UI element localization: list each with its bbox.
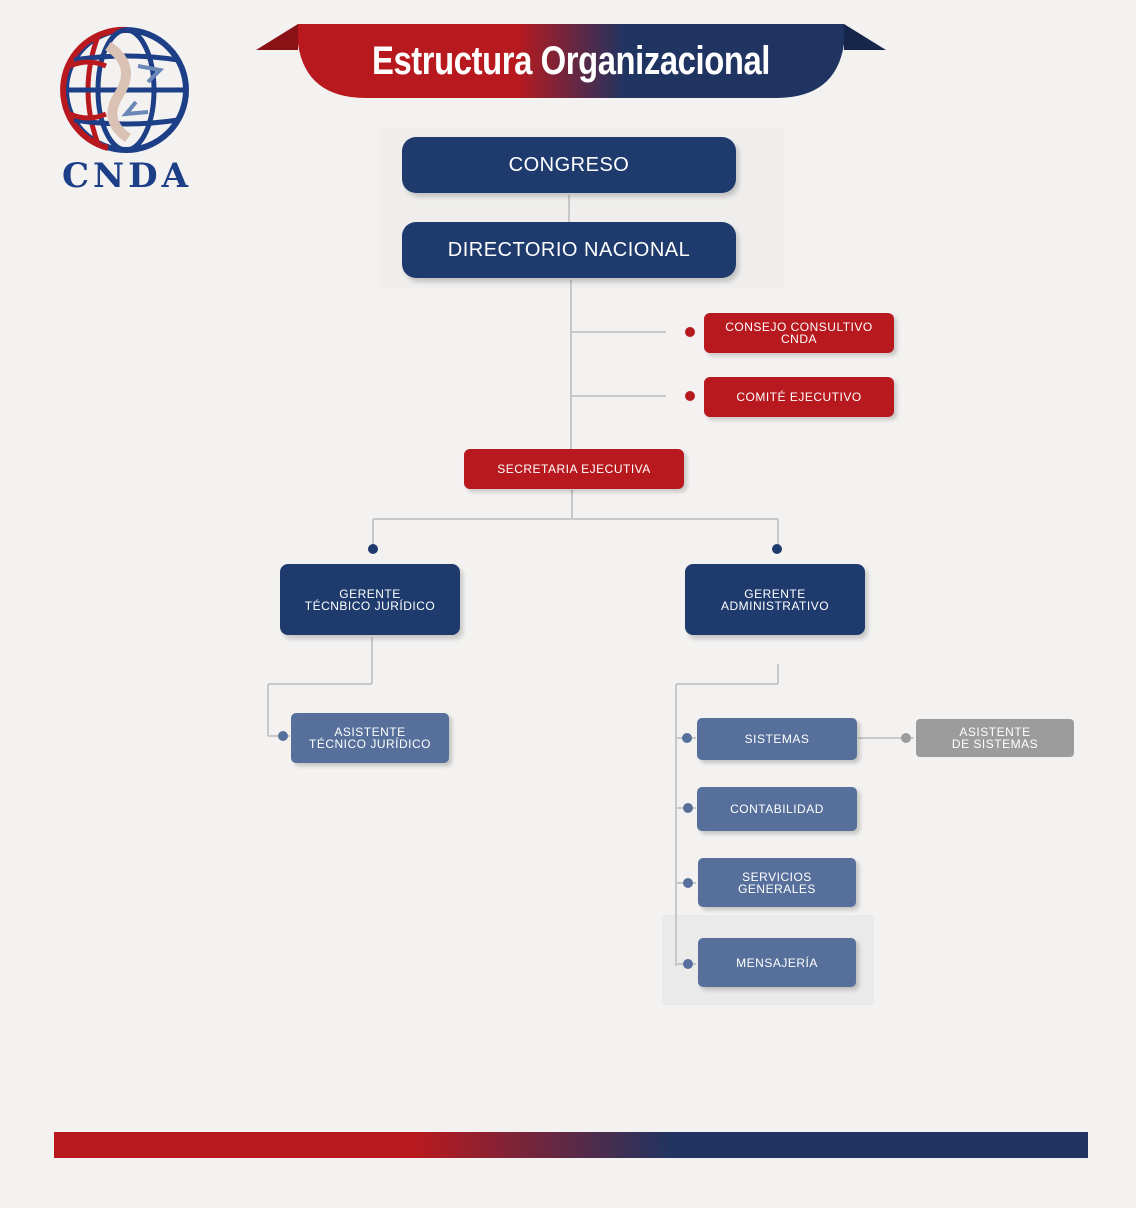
mensajeria-box[interactable]: MENSAJERÍA [698,938,856,987]
directorio-nacional-box[interactable]: DIRECTORIO NACIONAL [402,222,736,278]
gerente-tecnico-juridico-box[interactable]: GERENTE TÉCNBICO JURÍDICO [280,564,460,635]
logo-text: CNDA [61,156,192,196]
globe-logo-icon [60,26,189,153]
secretaria-ejecutiva-box[interactable]: SECRETARIA EJECUTIVA [464,449,684,489]
comite-ejecutivo-box[interactable]: COMITÉ EJECUTIVO [704,377,894,417]
consejo-consultivo-box[interactable]: CONSEJO CONSULTIVO CNDA [704,313,894,353]
servicios-generales-box[interactable]: SERVICIOS GENERALES [698,858,856,907]
page-title: Estructura Organizacional [371,39,771,83]
asistente-tecnico-juridico-box[interactable]: ASISTENTE TÉCNICO JURÍDICO [291,713,449,763]
title-banner [256,24,886,98]
asistente-sistemas-box[interactable]: ASISTENTE DE SISTEMAS [916,719,1074,757]
gerente-administrativo-box[interactable]: GERENTE ADMINISTRATIVO [685,564,865,635]
congreso-box[interactable]: CONGRESO [402,137,736,193]
footer-color-bar [54,1132,1088,1158]
contabilidad-box[interactable]: CONTABILIDAD [697,787,857,831]
sistemas-box[interactable]: SISTEMAS [697,718,857,760]
